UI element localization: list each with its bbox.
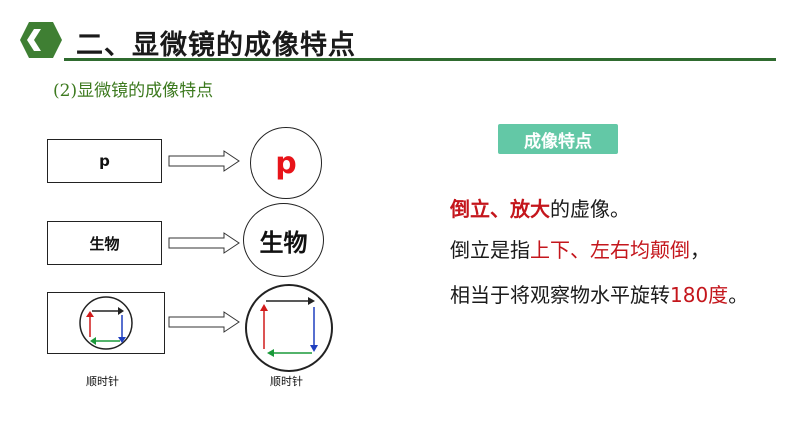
line-2-suffix: ， [690,238,710,262]
feature-line-1: 倒立、放大的虚像。 [450,193,630,222]
object-box-p: p [47,139,162,183]
line-3-suffix: 。 [728,283,749,307]
image-label-organism: 生物 [259,228,308,257]
image-label-p: p [275,145,297,181]
caption-right: 顺时针 [270,375,303,388]
separator: 、 [570,238,590,262]
caption-left: 顺时针 [86,375,119,388]
feature-badge: 成像特点 [498,124,618,154]
feature-line-3: 相当于将观察物水平旋转180度。 [450,279,748,308]
highlight-magnified: 放大 [510,197,550,221]
object-box-rotation [47,292,165,354]
rotation-diagram-small [79,296,133,350]
highlight-up-down: 上下 [530,238,570,262]
image-circle-p: p [250,127,322,199]
feature-line-2: 倒立是指上下、左右均颠倒， [450,234,710,263]
line-3-prefix: 相当于将观察物水平旋转 [450,283,670,307]
highlight-inverted: 倒立 [450,197,490,221]
separator: 、 [490,197,510,221]
object-label-p: p [99,152,110,170]
page-title: 二、显微镜的成像特点 [76,30,356,61]
hollow-arrow-icon [168,311,240,333]
line-1-rest: 的虚像。 [550,197,630,221]
section-subtitle: (2)显微镜的成像特点 [53,81,214,101]
hexagon-icon [20,22,62,58]
line-2-prefix: 倒立是指 [450,238,530,262]
image-circle-organism: 生物 [243,203,324,277]
highlight-180-degrees: 180度 [670,283,729,307]
title-bar: 二、显微镜的成像特点 [0,22,794,62]
object-label-organism: 生物 [89,234,120,253]
hollow-arrow-icon [168,150,240,172]
highlight-left-right: 左右均颠倒 [590,238,690,262]
title-underline [64,58,776,61]
rotation-diagram-large [245,284,333,372]
object-box-organism: 生物 [47,221,162,265]
hollow-arrow-icon [168,232,240,254]
